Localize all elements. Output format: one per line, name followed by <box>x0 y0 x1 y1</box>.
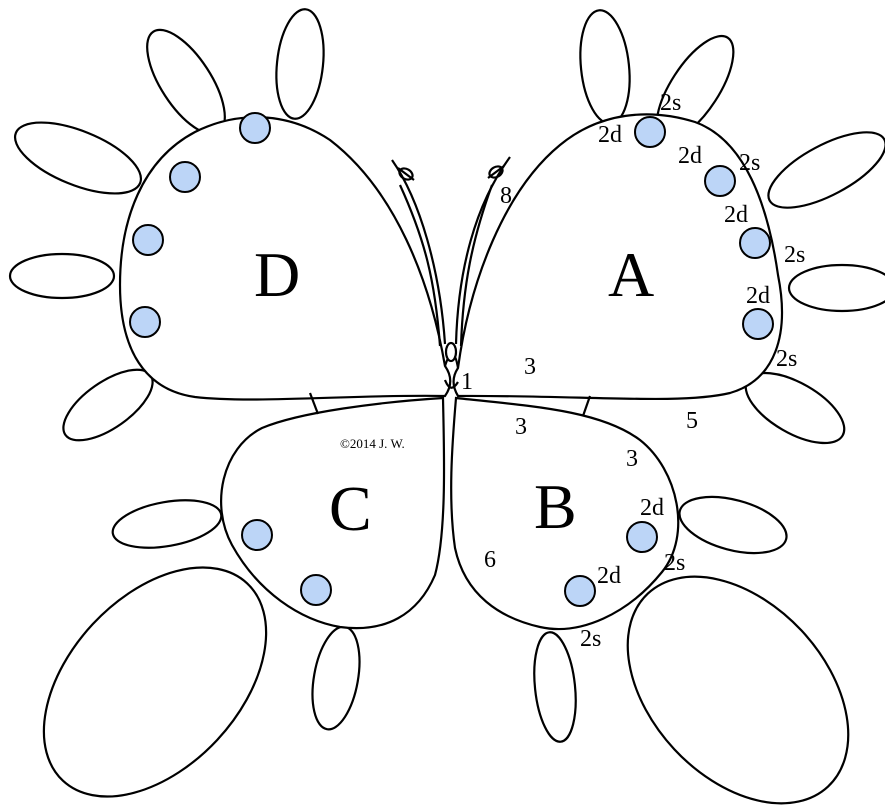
ring-b-side <box>673 487 792 564</box>
label-b-6: 6 <box>484 547 496 573</box>
bead-d-3 <box>133 225 163 255</box>
bead-d-4 <box>130 307 160 337</box>
wing-label-a: A <box>608 239 654 310</box>
ring-a-right-2 <box>789 265 885 311</box>
label-a-1: 1 <box>461 369 473 395</box>
label-a-3: 3 <box>524 354 536 380</box>
label-a-2s-2: 2s <box>739 150 760 176</box>
wing-label-b: B <box>534 471 577 542</box>
bead-b-2 <box>565 576 595 606</box>
ring-c-side <box>109 493 225 555</box>
ring-d-left-1 <box>6 108 150 208</box>
ring-a-right-1 <box>758 117 885 222</box>
antenna-right-curl <box>487 164 504 180</box>
bead-b-1 <box>627 522 657 552</box>
label-b-2s-1: 2s <box>664 550 685 576</box>
tick-mark-right <box>583 396 590 416</box>
ring-d-top <box>271 7 328 121</box>
label-b-2d-2: 2d <box>597 563 621 589</box>
label-a-2s-1: 2s <box>660 90 681 116</box>
copyright-notice: ©2014 J. W. <box>340 436 405 451</box>
label-a-2d-3: 2d <box>724 202 748 228</box>
wing-label-d: D <box>254 239 300 310</box>
bead-a-2 <box>705 166 735 196</box>
bead-c-2 <box>301 575 331 605</box>
label-b-2d-1: 2d <box>640 495 664 521</box>
bead-d-1 <box>240 113 270 143</box>
bead-a-4 <box>743 309 773 339</box>
bead-a-1 <box>635 117 665 147</box>
label-b-2s-2: 2s <box>580 626 601 652</box>
antenna-left-curl <box>397 166 414 182</box>
bead-d-2 <box>170 162 200 192</box>
label-a-8: 8 <box>500 183 512 209</box>
ring-a-top <box>575 8 635 126</box>
label-a-2s-4: 2s <box>776 346 797 372</box>
bead-c-1 <box>242 520 272 550</box>
ring-d-left-2 <box>10 254 114 298</box>
body-knot <box>446 343 456 361</box>
wing-label-c: C <box>329 473 372 544</box>
bead-a-3 <box>740 228 770 258</box>
ring-b-bottom <box>529 630 580 744</box>
ring-c-bottom <box>305 623 366 733</box>
label-a-2s-3: 2s <box>784 242 805 268</box>
label-b-3-right: 3 <box>626 446 638 472</box>
label-a-2d-1: 2d <box>598 122 622 148</box>
label-b-3-top: 3 <box>515 414 527 440</box>
label-a-5: 5 <box>686 408 698 434</box>
label-a-2d-4: 2d <box>746 283 770 309</box>
label-a-2d-2: 2d <box>678 143 702 169</box>
